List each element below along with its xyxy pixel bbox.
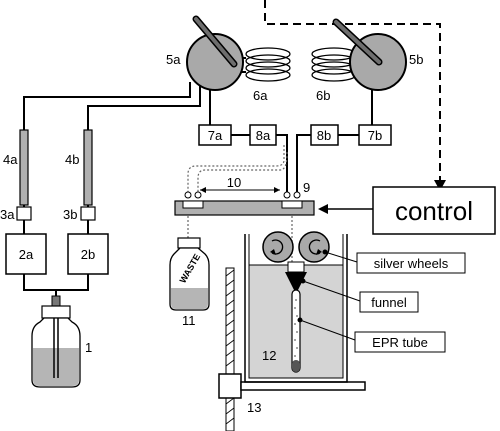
- silver-wheels: [262, 231, 330, 263]
- label-6a: 6a: [253, 88, 268, 103]
- epr-tube: [291, 289, 301, 373]
- box-3b: [80, 206, 96, 221]
- control-label: control: [395, 196, 473, 226]
- label-6b: 6b: [316, 88, 330, 103]
- box-3a: [16, 206, 32, 221]
- label-7b: 7b: [368, 128, 382, 143]
- label-5b: 5b: [409, 52, 423, 67]
- funnel: [285, 261, 307, 290]
- coil-6a: [245, 47, 291, 82]
- box-7a: [198, 124, 232, 146]
- callout-leaders: [297, 249, 361, 341]
- control-dashed-line-top: [264, 0, 441, 188]
- clamp-13: [218, 373, 242, 399]
- reservoir-bottle-1: [31, 295, 81, 388]
- box-8a: [249, 124, 277, 146]
- label-10: 10: [227, 175, 241, 190]
- label-9: 9: [303, 180, 310, 195]
- label-2a: 2a: [19, 247, 34, 262]
- valve-5a: [186, 15, 244, 91]
- support-rod: [225, 267, 235, 431]
- label-4a: 4a: [3, 152, 18, 167]
- label-13: 13: [247, 400, 261, 415]
- callout-silver-wheels: silver wheels: [374, 256, 449, 271]
- valve-5b: [332, 18, 407, 91]
- box-2b: [67, 233, 109, 275]
- callout-box-epr-tube: [354, 331, 446, 353]
- box-8b: [310, 124, 339, 146]
- box-2a: [5, 233, 47, 275]
- callout-epr-tube: EPR tube: [372, 335, 428, 350]
- label-11: 11: [182, 313, 196, 328]
- label-8a: 8a: [256, 128, 271, 143]
- column-4a: [19, 129, 29, 206]
- label-5a: 5a: [166, 52, 181, 67]
- nozzles: [182, 191, 303, 209]
- callout-funnel: funnel: [371, 295, 407, 310]
- clamp-arm: [240, 381, 366, 391]
- label-12: 12: [262, 348, 276, 363]
- callout-box-funnel: [359, 291, 419, 313]
- label-4b: 4b: [65, 152, 79, 167]
- callout-box-silver-wheels: [356, 252, 466, 274]
- box-7b: [358, 124, 392, 146]
- label-7a: 7a: [208, 128, 223, 143]
- label-3b: 3b: [63, 207, 77, 222]
- label-8b: 8b: [317, 128, 331, 143]
- column-4b: [83, 129, 93, 206]
- distance-arrow-10: [200, 187, 280, 193]
- control-box: [372, 186, 496, 235]
- rod-hatching: [225, 269, 235, 425]
- waste-bottle-11: WASTE: [169, 237, 210, 311]
- control-arrowhead-down: [434, 180, 446, 191]
- sliding-stage: [174, 200, 315, 216]
- label-1: 1: [85, 340, 92, 355]
- label-3a: 3a: [0, 207, 15, 222]
- label-2b: 2b: [81, 247, 95, 262]
